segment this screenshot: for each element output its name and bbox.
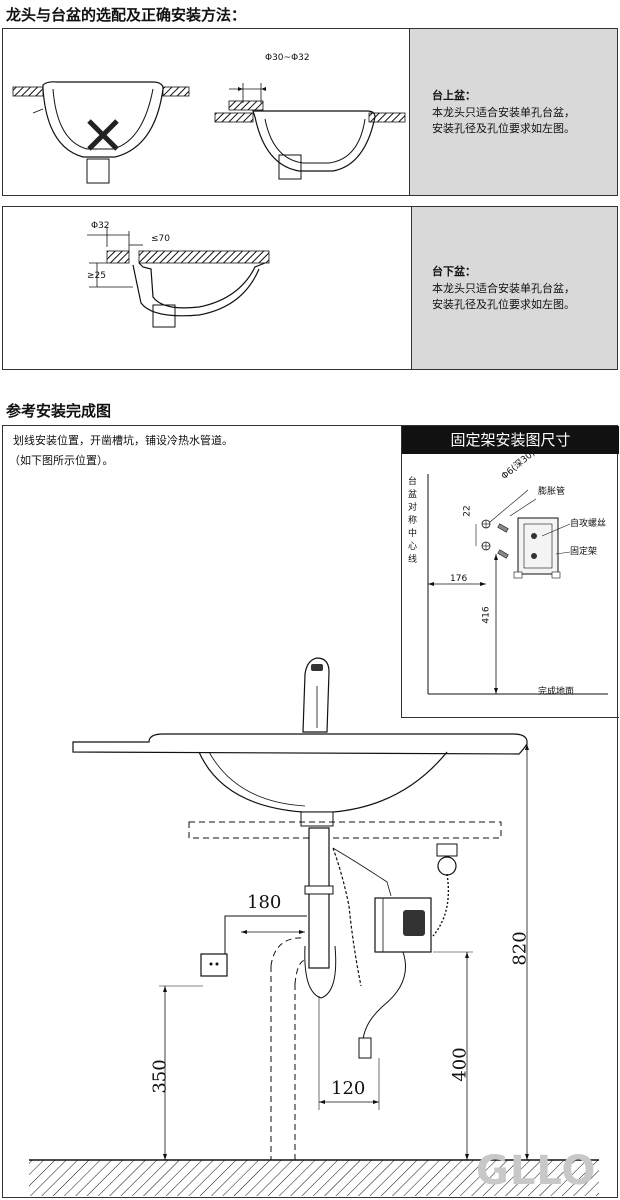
cross-icon [87,119,119,151]
centerline-char: 台 [408,477,418,487]
bracket-label: 固定架 [570,547,598,557]
bracket-diagram [427,474,608,695]
incorrect-basin [12,81,190,184]
faucet-icon [302,657,330,733]
brand-logo: GLLO [476,1148,597,1194]
bracket-horizontal-dimension: 176 [450,574,468,584]
countertop-note-box: 台上盆： 本龙头只适合安装单孔台盆， 安装孔径及孔位要求如左图。 [409,29,617,195]
countertop-note-line-2: 安装孔径及孔位要求如左图。 [432,122,575,135]
centerline-char: 盆 [408,490,418,500]
instructions-line-1: 划线安装位置，开凿槽坑，铺设冷热水管道。 [13,434,233,447]
bracket-centerline-label: 台 盆 对 称 中 心 线 [408,476,420,567]
socket-offset-dimension: 180 [247,892,282,913]
reference-section-title: 参考安装完成图 [6,402,112,420]
box-height-dimension: 400 [449,1047,471,1082]
centerline-char: 称 [408,516,418,526]
undermount-thickness-dimension: ≥25 [87,271,106,281]
undermount-note-line-2: 安装孔径及孔位要求如左图。 [432,298,575,311]
instructions-line-2: （如下图所示位置）。 [9,454,114,467]
bracket-anchor-label: 膨胀管 [538,487,566,497]
control-box-icon [358,897,432,1059]
solenoid-valve-icon [432,843,458,937]
bracket-vertical-dimension: 416 [481,606,492,624]
countertop-note-line-1: 本龙头只适合安装单孔台盆， [432,106,575,119]
undermount-note-line-1: 本龙头只适合安装单孔台盆， [432,282,575,295]
basin-icon [72,733,528,827]
countertop-diagram [12,81,406,184]
undermount-diagram [87,227,270,328]
undermount-hole-dimension: Φ32 [91,221,110,231]
countertop-note-title: 台上盆： [432,89,476,102]
countertop-hole-dimension: Φ30~Φ32 [265,53,310,63]
drain-offset-dimension: 120 [331,1078,366,1099]
bracket-spacing-dimension: 22 [462,505,473,517]
socket-height-dimension: 350 [149,1059,171,1094]
countertop-panel: Φ30~Φ32 台上盆： 本龙头只适合安装单孔台盆， 安装孔径及孔位要求如左图。 [2,28,618,196]
finished-floor-label: 完成地面 [538,687,575,697]
drain-pipe-icon [264,827,337,1177]
bracket-inset-header: 固定架安装图尺寸 [402,426,619,454]
bracket-inset: 固定架安装图尺寸 [401,426,619,718]
bracket-screw-label: 自攻螺丝 [570,519,607,529]
installation-drawing [29,657,599,1196]
centerline-char: 中 [408,529,418,539]
expansion-anchor-icon [497,523,509,559]
centerline-char: 线 [408,555,418,565]
undermount-panel: Φ32 ≤70 ≥25 台下盆： 本龙头只适合安装单孔台盆， 安装孔径及孔位要求… [2,206,618,370]
correct-basin [214,83,406,180]
matching-section-title: 龙头与台盆的选配及正确安装方法： [6,6,247,24]
undermount-note-title: 台下盆： [432,265,476,278]
power-socket-icon [200,915,307,977]
centerline-char: 心 [408,542,418,552]
basin-height-dimension: 820 [509,931,531,966]
mounting-bracket-icon [513,517,561,579]
undermount-distance-dimension: ≤70 [151,234,170,244]
reference-panel: 划线安装位置，开凿槽坑，铺设冷热水管道。 （如下图所示位置）。 固定架安装图尺寸 [2,425,619,1198]
undermount-note-box: 台下盆： 本龙头只适合安装单孔台盆， 安装孔径及孔位要求如左图。 [411,207,617,369]
centerline-char: 对 [408,503,418,513]
